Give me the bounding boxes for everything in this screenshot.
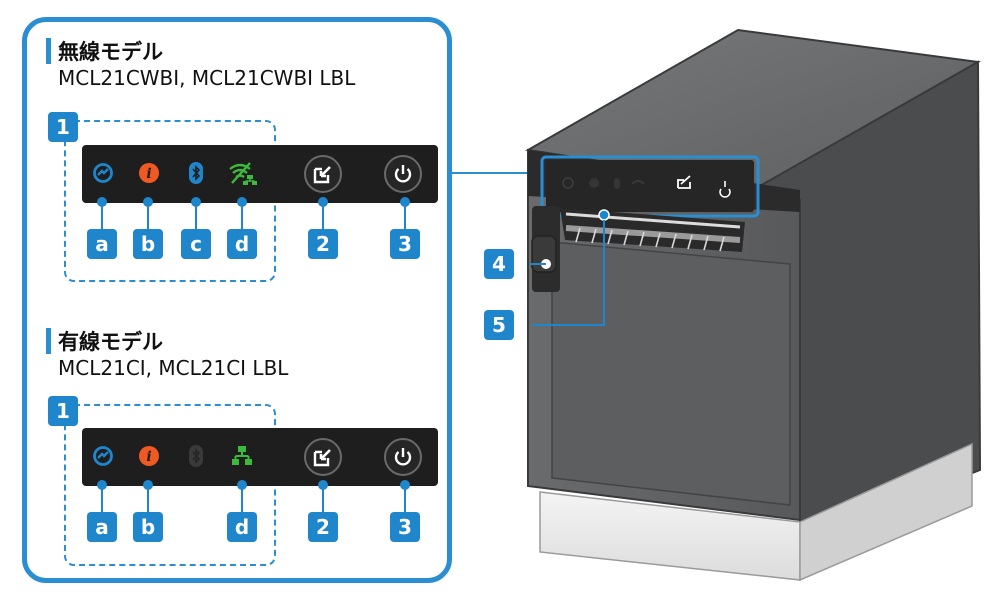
callout-d-dot: [237, 197, 247, 207]
printer-control-panel: [546, 160, 754, 212]
callout-1-badge: 1: [48, 396, 78, 426]
wireless-model-names: MCL21CWBI, MCL21CWBI LBL: [58, 66, 356, 90]
feed-button-icon: [313, 449, 331, 467]
callout-c-dot: [191, 197, 201, 207]
power-button-icon: [394, 165, 412, 183]
cover-lever: [532, 206, 560, 292]
callout-b-line: [147, 203, 149, 229]
callout-c-line: [195, 203, 197, 229]
callout-a-badge: a: [87, 229, 117, 259]
callout-b-badge: b: [133, 229, 163, 259]
feed-button[interactable]: [304, 438, 342, 476]
callout-3-line: [404, 486, 406, 512]
callout-4-badge: 4: [484, 249, 514, 279]
power-button[interactable]: [384, 438, 422, 476]
feed-button-icon: [313, 166, 331, 184]
printer-front: [527, 148, 801, 522]
callout-2-badge: 2: [308, 512, 338, 542]
bluetooth-led-icon: [186, 161, 206, 189]
frame-connector-line: [452, 172, 544, 174]
callout-3-badge: 3: [390, 229, 420, 259]
callout-d-line: [241, 486, 243, 512]
callout-b-badge: b: [133, 512, 163, 542]
wireless-section-title: 無線モデル: [58, 40, 163, 64]
error-led-icon: i: [138, 445, 160, 471]
svg-text:i: i: [146, 449, 151, 465]
callout-b-dot: [143, 197, 153, 207]
callout-a-dot: [97, 480, 107, 490]
callout-frame: [22, 17, 452, 583]
wired-section-title: 有線モデル: [58, 330, 163, 354]
callout-c-badge: c: [181, 229, 211, 259]
feed-button[interactable]: [304, 155, 342, 193]
callout-3-line: [404, 203, 406, 229]
printer-top: [525, 28, 982, 188]
lan-led-icon: [230, 444, 254, 472]
callout-3-dot: [400, 197, 410, 207]
callout-b-line: [147, 486, 149, 512]
power-led-icon: [92, 445, 114, 471]
callout-d-dot: [237, 480, 247, 490]
section-marker: [46, 328, 51, 354]
wired-model-names: MCL21CI, MCL21CI LBL: [58, 356, 289, 380]
printer-panel-highlight: [540, 155, 760, 218]
callout-3-dot: [400, 480, 410, 490]
callout-2-dot: [318, 197, 328, 207]
callout-1-badge: 1: [48, 112, 78, 142]
printer-base: [539, 491, 801, 581]
bluetooth-led-off-icon: [186, 444, 206, 472]
callout-2-badge: 2: [308, 229, 338, 259]
printer-door: [551, 241, 791, 506]
control-panel-wired: i: [82, 428, 438, 486]
control-panel-wireless: i: [82, 145, 438, 203]
wlan-lan-led-icon: [228, 159, 258, 191]
callout-b-dot: [143, 480, 153, 490]
printer-front-band: [528, 150, 800, 212]
callout-3-badge: 3: [390, 512, 420, 542]
printer-side: [757, 60, 982, 542]
power-button[interactable]: [384, 155, 422, 193]
error-led-icon: i: [138, 162, 160, 188]
callout-2-line: [322, 486, 324, 512]
callout-d-badge: d: [227, 512, 257, 542]
svg-text:i: i: [146, 166, 151, 182]
callout-a-badge: a: [87, 512, 117, 542]
paper-exit-slot: [560, 208, 745, 252]
power-button-icon: [394, 448, 412, 466]
callout-a-line: [101, 486, 103, 512]
callout-2-dot: [318, 480, 328, 490]
callout-a-line: [101, 203, 103, 229]
callout-d-line: [241, 203, 243, 229]
power-led-icon: [92, 162, 114, 188]
callout-a-dot: [97, 197, 107, 207]
callout-d-badge: d: [227, 229, 257, 259]
callout-2-line: [322, 203, 324, 229]
callout-5-badge: 5: [484, 310, 514, 340]
section-marker: [46, 38, 51, 64]
